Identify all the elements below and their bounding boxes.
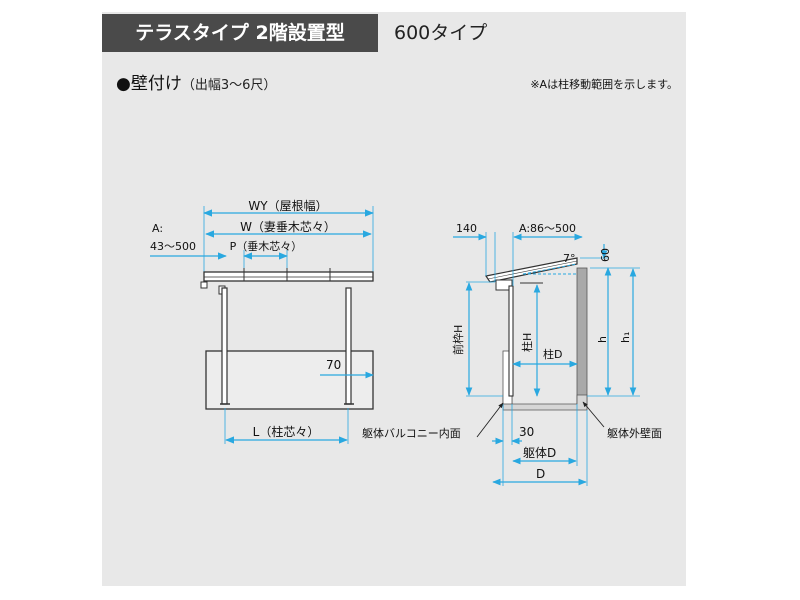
h-dimensions: h h₁: [587, 267, 640, 397]
p-dimension: P（垂木芯々）: [230, 239, 303, 272]
leader-lines: 躯体バルコニー内面 躯体外壁面: [362, 401, 662, 440]
balcony-inner-label: 躯体バルコニー内面: [362, 426, 461, 440]
front-balcony-wall: [205, 350, 374, 410]
angle-label: 7°: [563, 252, 576, 265]
front-frame-h-label: 前枠H: [451, 325, 465, 355]
diagram-panel: [102, 12, 686, 586]
d-dimension: D: [492, 467, 587, 486]
front-frame-h-dimension: 前枠H: [451, 281, 503, 397]
a-dimension-front: A: 43～500: [150, 222, 227, 260]
balcony-slab: [502, 394, 588, 411]
front-view: WY（屋根幅） W（妻垂木芯々） A: 43～500 P（垂木芯々）: [150, 198, 374, 444]
section-title: ●壁付け: [116, 74, 182, 94]
top-dimensions: 140 A:86～500: [453, 222, 583, 286]
sixty-label: 60: [599, 248, 612, 262]
wy-dimension: WY（屋根幅）: [203, 198, 374, 272]
l-label: L（柱芯々）: [253, 424, 320, 439]
d-label: D: [536, 467, 545, 481]
w-dimension: W（妻垂木芯々）: [205, 220, 372, 238]
thirty-dimension: 30: [492, 404, 588, 486]
post-d-label: 柱D: [543, 347, 562, 361]
outer-wall: [576, 267, 588, 405]
side-view: 7° 140 A:86～500 60 前枠H 柱H: [362, 222, 662, 486]
seventy-label: 70: [326, 358, 341, 372]
w-label: W（妻垂木芯々）: [240, 220, 336, 234]
front-posts: [220, 287, 354, 405]
a-label: A:: [152, 222, 163, 235]
d140-label: 140: [456, 222, 477, 235]
post-h-dimension: 柱H 柱D: [512, 284, 578, 397]
page-title: テラスタイプ 2階設置型: [102, 14, 378, 52]
p-label: P（垂木芯々）: [230, 239, 303, 253]
outer-wall-label: 躯体外壁面: [607, 426, 662, 440]
h1-label: h₁: [619, 332, 632, 343]
body-d-dimension: 躯体D: [512, 445, 577, 465]
angle-indicator: 7°: [522, 252, 578, 275]
sixty-dimension: 60: [580, 244, 640, 269]
body-d-label: 躯体D: [523, 445, 556, 460]
side-post: [508, 285, 514, 397]
h-label: h: [596, 336, 609, 343]
a-range-side: A:86～500: [519, 222, 576, 235]
l-dimension: L（柱芯々）: [224, 408, 349, 444]
note-text: ※Aは柱移動範囲を示します。: [530, 78, 678, 91]
type-label: 600タイプ: [394, 22, 488, 44]
post-h-label: 柱H: [520, 333, 534, 352]
section-subtitle: （出幅3～6尺）: [181, 78, 277, 93]
thirty-label: 30: [519, 425, 534, 439]
wy-label: WY（屋根幅）: [248, 198, 327, 213]
section-heading: ●壁付け（出幅3～6尺）: [116, 69, 276, 94]
seventy-dimension: 70: [320, 358, 374, 379]
a-range-front: 43～500: [150, 240, 196, 253]
side-roof: [485, 257, 578, 291]
